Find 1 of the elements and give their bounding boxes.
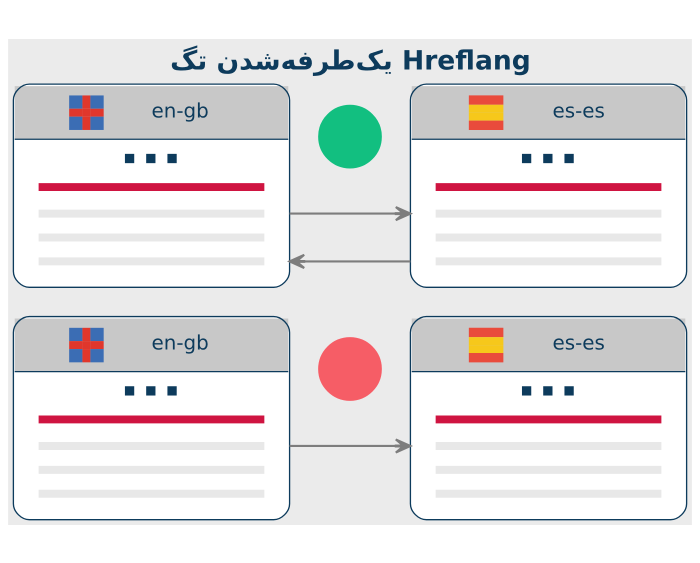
diagram-title: یک‌طرفه‌شدن تگ Hreflang	[170, 45, 531, 76]
